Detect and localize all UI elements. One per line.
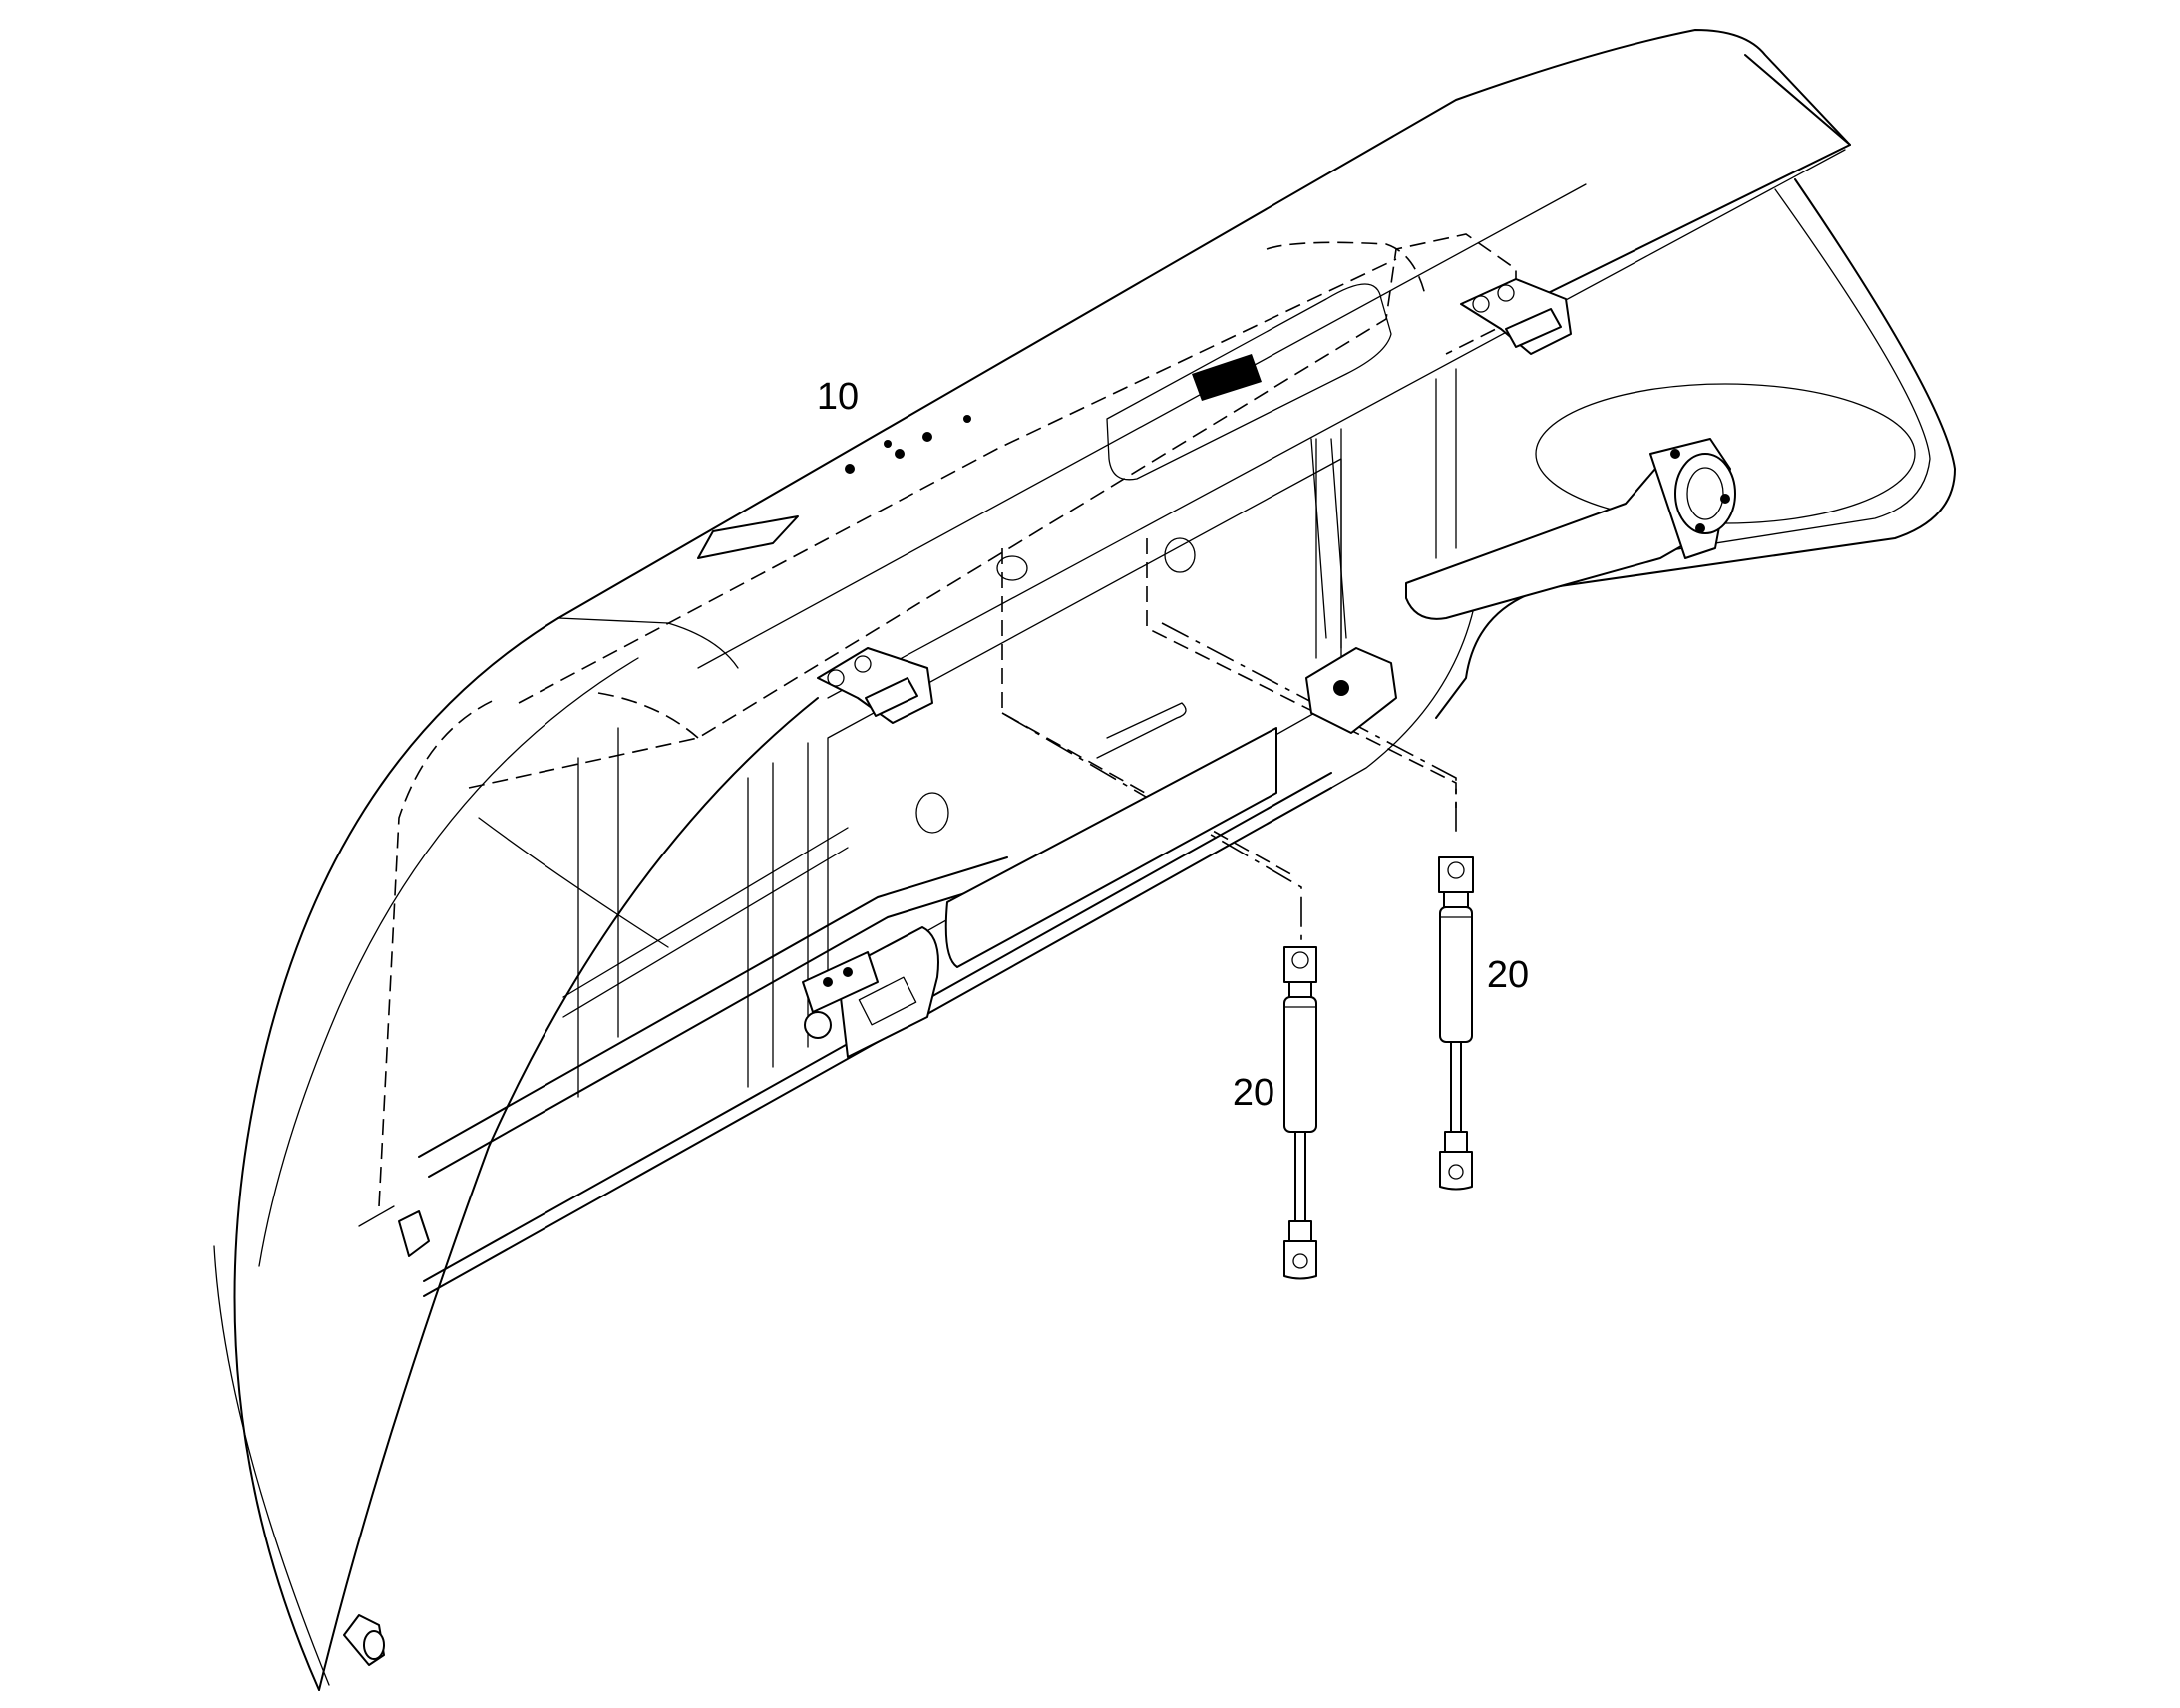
gas-strut-left [1283, 946, 1317, 1280]
callout-strut-right: 20 [1487, 954, 1529, 996]
gas-strut-right [1438, 856, 1474, 1191]
callout-hood: 10 [817, 376, 859, 418]
hood-assembly [213, 29, 1956, 1691]
callout-strut-left: 20 [1233, 1072, 1274, 1114]
